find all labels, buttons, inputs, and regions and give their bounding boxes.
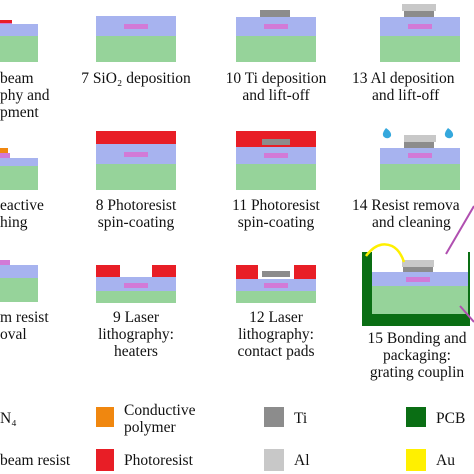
waveguide-core <box>408 24 432 29</box>
step-7-cross-section <box>96 16 176 62</box>
legend-label-pcb: PCB <box>436 410 466 427</box>
legend-label-photoresist: Photoresist <box>124 452 193 469</box>
optical-fiber-lower <box>459 305 474 323</box>
photoresist-right <box>152 265 176 277</box>
legend-swatch-pcb <box>406 407 426 427</box>
ti-heater <box>403 267 433 272</box>
waveguide-core <box>124 24 148 29</box>
photoresist-left <box>236 265 258 279</box>
substrate-layer <box>0 36 38 62</box>
photoresist-layer <box>96 131 176 144</box>
cladding-layer <box>0 265 38 278</box>
legend-label-au: Au <box>436 452 455 469</box>
legend-swatch-al <box>264 449 284 471</box>
waveguide-core <box>124 152 148 157</box>
substrate-layer <box>0 166 38 190</box>
substrate-layer <box>96 164 176 190</box>
step-11-cross-section <box>236 131 316 190</box>
optical-fiber-upper <box>445 205 474 255</box>
legend-label-ebeam-resist: beam resist <box>0 452 71 469</box>
ti-heater <box>260 10 290 17</box>
photoresist-right <box>294 265 316 279</box>
waveguide-core <box>124 283 148 288</box>
step-5-cross-section <box>0 148 38 190</box>
cladding-layer <box>0 158 38 166</box>
substrate-layer <box>236 36 316 62</box>
step-14-cross-section <box>380 135 460 190</box>
legend-swatch-ti <box>264 407 284 427</box>
ti-heater <box>404 142 434 148</box>
legend-swatch-photoresist <box>96 449 114 471</box>
legend-label-al: Al <box>294 452 310 469</box>
step-15-package <box>362 240 474 326</box>
waveguide-core <box>264 283 288 288</box>
substrate-layer <box>96 36 176 62</box>
step-13-cross-section <box>380 4 460 62</box>
substrate-layer <box>0 278 38 302</box>
legend-swatch-conductive-polymer <box>96 407 114 427</box>
substrate-layer <box>380 36 460 62</box>
conductive-polymer-strip <box>0 148 8 153</box>
step-6-cross-section <box>0 260 38 302</box>
step-9-cross-section <box>96 265 176 303</box>
waveguide-core <box>408 153 432 158</box>
step-10-cross-section <box>236 10 316 62</box>
substrate-layer <box>236 164 316 190</box>
step-12-cross-section <box>236 265 316 303</box>
ebeam-resist-strip <box>0 20 12 23</box>
legend-swatch-au <box>406 449 426 471</box>
al-contact-pad <box>402 260 434 267</box>
substrate-layer <box>372 286 468 314</box>
substrate-layer <box>96 291 176 303</box>
cladding-layer <box>0 24 38 36</box>
step-7-caption: 7 SiO₂ deposition <box>81 70 191 87</box>
ti-heater <box>262 139 290 145</box>
droplet-right-icon <box>444 128 454 139</box>
ti-heater <box>404 11 434 17</box>
al-contact-pad <box>404 135 436 142</box>
droplet-left-icon <box>382 128 392 139</box>
step-8-cross-section <box>96 131 176 190</box>
waveguide-core <box>264 153 288 158</box>
photoresist-left <box>96 265 120 277</box>
legend-label-sin: N₄ <box>0 410 17 427</box>
legend-label-ti: Ti <box>294 410 308 427</box>
waveguide-core <box>0 153 10 158</box>
waveguide-core <box>264 24 288 29</box>
ti-heater <box>262 271 290 277</box>
al-contact-pad <box>402 4 436 11</box>
waveguide-core <box>0 260 10 265</box>
au-bond-wire <box>365 243 406 263</box>
substrate-layer <box>236 291 316 303</box>
waveguide-core <box>406 277 430 282</box>
substrate-layer <box>380 164 460 190</box>
step-4-cross-section <box>0 20 38 62</box>
